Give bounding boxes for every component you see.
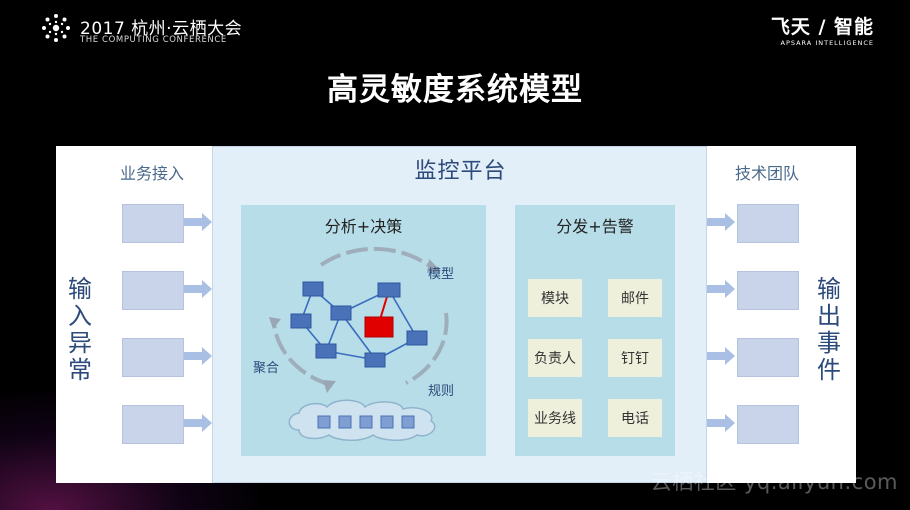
right-arrow-icon bbox=[707, 280, 735, 298]
input-square bbox=[122, 338, 184, 377]
output-square bbox=[737, 405, 799, 444]
graph-node bbox=[364, 352, 386, 368]
right-vertical-char: 出 bbox=[817, 302, 841, 330]
apsara-title: 飞天 / 智能 bbox=[770, 16, 874, 38]
cycle-arc bbox=[405, 312, 449, 385]
graph-node bbox=[330, 305, 352, 321]
left-vertical-char: 异 bbox=[68, 329, 92, 357]
cycle-arc bbox=[272, 322, 332, 387]
cycle-arc bbox=[319, 246, 433, 269]
output-square bbox=[737, 338, 799, 377]
data-block bbox=[380, 415, 394, 429]
left-vertical-char: 入 bbox=[68, 302, 92, 330]
watermark: 云栖社区 yq.aliyun.com bbox=[650, 470, 898, 494]
cloud-conference-logo-icon bbox=[42, 14, 70, 42]
left-vertical-char: 输 bbox=[68, 275, 92, 303]
graph-node bbox=[377, 282, 401, 298]
input-square bbox=[122, 271, 184, 310]
rule-label: 规则 bbox=[428, 384, 455, 399]
cycle-arrowhead bbox=[269, 317, 281, 329]
output-square bbox=[737, 204, 799, 243]
data-block bbox=[338, 415, 352, 429]
channel-email: 邮件 bbox=[608, 279, 662, 317]
left-header: 业务接入 bbox=[119, 164, 184, 183]
graph-edge bbox=[388, 289, 418, 339]
network-graph bbox=[269, 246, 449, 441]
output-square bbox=[737, 271, 799, 310]
dispatch-title: 分发+告警 bbox=[556, 217, 634, 236]
channel-phone: 电话 bbox=[608, 399, 662, 437]
right-arrow-icon bbox=[184, 347, 212, 365]
slide-title: 高灵敏度系统模型 bbox=[327, 72, 583, 108]
left-vertical-char: 常 bbox=[68, 356, 92, 384]
analysis-decision-box: 分析+决策 bbox=[241, 205, 486, 456]
input-arrows bbox=[184, 213, 212, 432]
apsara-brand: 飞天 / 智能 APSARA INTELLIGENCE bbox=[764, 12, 874, 47]
cycle-arrowhead bbox=[323, 380, 336, 393]
input-square bbox=[122, 405, 184, 444]
left-vertical-label: 输 入 异 常 bbox=[66, 276, 94, 384]
channel-owner: 负责人 bbox=[528, 339, 582, 377]
right-vertical-char: 输 bbox=[817, 275, 841, 303]
right-vertical-char: 件 bbox=[817, 356, 841, 384]
right-header: 技术团队 bbox=[734, 164, 799, 183]
model-label: 模型 bbox=[428, 267, 455, 282]
right-vertical-char: 事 bbox=[817, 329, 841, 357]
channel-module: 模块 bbox=[528, 279, 582, 317]
apsara-subtitle: APSARA INTELLIGENCE bbox=[780, 39, 874, 47]
right-arrow-icon bbox=[707, 213, 735, 231]
data-block bbox=[401, 415, 415, 429]
right-arrow-icon bbox=[707, 347, 735, 365]
output-arrows bbox=[707, 213, 735, 432]
right-arrow-icon bbox=[184, 213, 212, 231]
event-title: 2017 杭州·云栖大会 bbox=[80, 19, 243, 39]
channel-dingtalk: 钉钉 bbox=[608, 339, 662, 377]
monitor-title: 监控平台 bbox=[414, 159, 507, 184]
dispatch-alert-box: 分发+告警 模块 邮件 负责人 钉钉 业务线 电话 bbox=[515, 205, 675, 456]
graph-node bbox=[302, 281, 324, 297]
graph-node bbox=[290, 313, 312, 329]
input-square bbox=[122, 204, 184, 243]
data-block bbox=[317, 415, 331, 429]
alert-node bbox=[364, 316, 394, 338]
cycle-arrowhead bbox=[427, 259, 441, 273]
analysis-title: 分析+决策 bbox=[324, 217, 403, 236]
conference-brand: 2017 杭州·云栖大会 THE COMPUTING CONFERENCE bbox=[40, 12, 280, 48]
right-vertical-label: 输 出 事 件 bbox=[815, 276, 843, 384]
right-arrow-icon bbox=[184, 414, 212, 432]
event-subtitle: THE COMPUTING CONFERENCE bbox=[80, 35, 227, 45]
channel-business-line: 业务线 bbox=[528, 399, 582, 437]
data-block bbox=[359, 415, 373, 429]
graph-node bbox=[406, 330, 428, 346]
right-arrow-icon bbox=[184, 280, 212, 298]
graph-edge bbox=[340, 312, 377, 361]
graph-node bbox=[315, 343, 337, 359]
aggregate-label: 聚合 bbox=[253, 361, 280, 376]
right-arrow-icon bbox=[707, 414, 735, 432]
